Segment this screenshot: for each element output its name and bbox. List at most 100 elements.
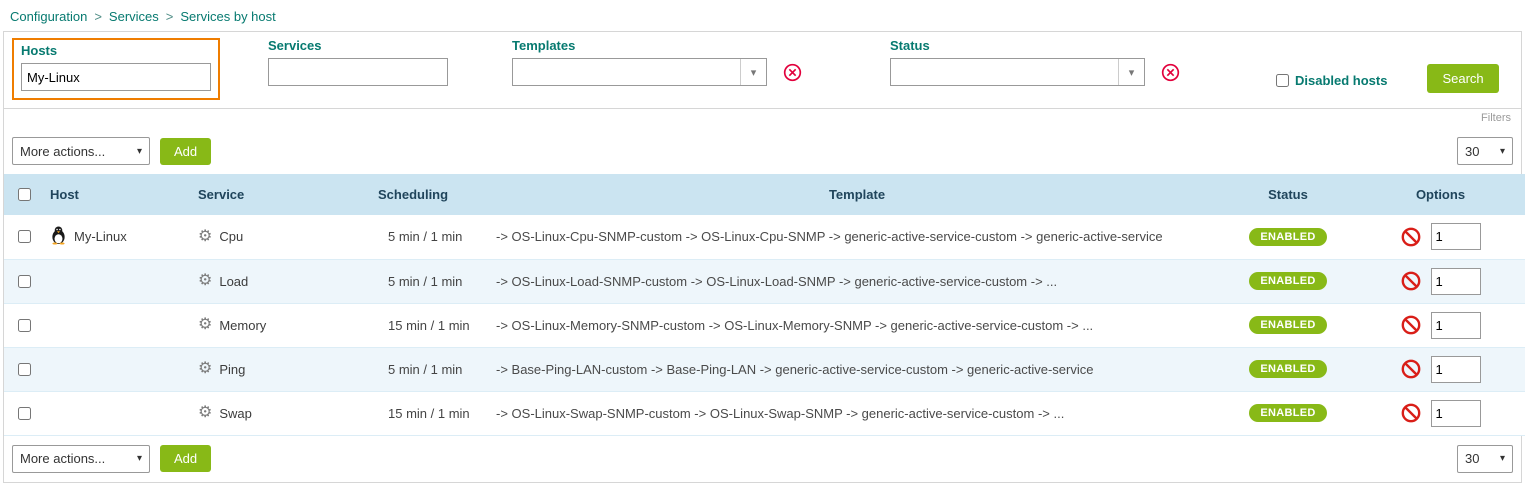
templates-filter-value <box>513 59 740 85</box>
status-cell: ENABLED <box>1224 215 1352 260</box>
services-filter-group: Services <box>268 38 448 86</box>
table-row: ⚙ Ping 5 min / 1 min -> Base-Ping-LAN-cu… <box>4 347 1525 392</box>
hosts-filter-input[interactable] <box>21 63 211 91</box>
breadcrumb-item-configuration[interactable]: Configuration <box>10 9 88 24</box>
header-service: Service <box>192 174 372 215</box>
gear-icon: ⚙ <box>198 360 213 377</box>
table-row: ⚙ Swap 15 min / 1 min -> OS-Linux-Swap-S… <box>4 391 1525 436</box>
table-row: ⚙ Memory 15 min / 1 min -> OS-Linux-Memo… <box>4 303 1525 348</box>
row-checkbox[interactable] <box>18 274 31 288</box>
duplicate-count-input[interactable] <box>1430 267 1481 295</box>
service-cell: ⚙ Cpu <box>192 215 372 260</box>
page-size-select[interactable]: 30 ▾ <box>1457 444 1513 473</box>
no-entry-icon[interactable] <box>1401 403 1421 423</box>
duplicate-count-input[interactable] <box>1430 223 1481 251</box>
breadcrumb-item-services-by-host[interactable]: Services by host <box>180 9 276 24</box>
row-select-cell <box>4 391 44 436</box>
clear-templates-filter-button[interactable] <box>783 63 802 82</box>
more-actions-select[interactable]: More actions... ▾ <box>12 137 150 165</box>
page-size-value: 30 <box>1465 143 1480 159</box>
row-select-cell <box>4 303 44 348</box>
add-button[interactable]: Add <box>160 445 212 472</box>
row-checkbox[interactable] <box>18 230 31 244</box>
service-name[interactable]: Swap <box>219 405 252 421</box>
template-cell: -> OS-Linux-Swap-SNMP-custom -> OS-Linux… <box>490 391 1224 436</box>
row-select-cell <box>4 347 44 392</box>
services-filter-label: Services <box>268 38 322 53</box>
chevron-down-icon: ▾ <box>740 59 766 85</box>
disabled-hosts-checkbox[interactable] <box>1276 74 1289 87</box>
status-cell: ENABLED <box>1224 347 1352 392</box>
scheduling-cell: 5 min / 1 min <box>372 215 490 260</box>
service-cell: ⚙ Load <box>192 259 372 304</box>
templates-filter-select[interactable]: ▾ <box>512 58 767 86</box>
templates-filter-label: Templates <box>512 38 576 53</box>
chevron-down-icon: ▾ <box>136 453 142 464</box>
status-filter-group: Status ▾ <box>890 38 1180 86</box>
options-cell <box>1352 215 1525 260</box>
breadcrumb: Configuration>Services>Services by host <box>0 0 1525 31</box>
table-header-row: Host Service Scheduling Template Status … <box>4 174 1525 215</box>
header-template: Template <box>490 174 1224 215</box>
scheduling-cell: 15 min / 1 min <box>372 303 490 348</box>
options-cell <box>1352 303 1525 348</box>
template-cell: -> OS-Linux-Cpu-SNMP-custom -> OS-Linux-… <box>490 215 1224 260</box>
bottom-toolbar: More actions... ▾ Add 30 ▾ <box>4 436 1521 482</box>
service-name[interactable]: Cpu <box>219 229 244 245</box>
scheduling-cell: 15 min / 1 min <box>372 391 490 436</box>
filters-legend: Filters <box>1481 112 1511 124</box>
header-status: Status <box>1224 174 1352 215</box>
main-panel: Hosts Services Templates ▾ Status <box>3 31 1525 483</box>
service-name[interactable]: Ping <box>219 361 246 377</box>
service-name[interactable]: Load <box>219 273 249 289</box>
status-filter-label: Status <box>890 38 930 53</box>
no-entry-icon[interactable] <box>1401 271 1421 291</box>
hosts-filter-group: Hosts <box>12 38 220 100</box>
duplicate-count-input[interactable] <box>1430 399 1481 427</box>
select-all-cell <box>4 174 44 215</box>
service-name[interactable]: Memory <box>219 317 267 333</box>
chevron-down-icon: ▾ <box>1118 59 1144 85</box>
no-entry-icon[interactable] <box>1401 227 1421 247</box>
row-select-cell <box>4 259 44 304</box>
select-all-checkbox[interactable] <box>18 188 31 201</box>
header-scheduling: Scheduling <box>372 174 490 215</box>
status-cell: ENABLED <box>1224 391 1352 436</box>
status-badge: ENABLED <box>1249 316 1327 334</box>
clear-status-filter-button[interactable] <box>1161 63 1180 82</box>
row-checkbox[interactable] <box>18 362 31 376</box>
gear-icon: ⚙ <box>198 316 213 333</box>
page-size-select[interactable]: 30 ▾ <box>1457 137 1513 165</box>
service-cell: ⚙ Swap <box>192 391 372 436</box>
host-cell: My-Linux <box>44 215 192 260</box>
header-host: Host <box>44 174 192 215</box>
chevron-down-icon: ▾ <box>1499 453 1505 464</box>
no-entry-icon[interactable] <box>1401 315 1421 335</box>
no-entry-icon[interactable] <box>1401 359 1421 379</box>
options-cell <box>1352 347 1525 392</box>
duplicate-count-input[interactable] <box>1430 311 1481 339</box>
breadcrumb-item-services[interactable]: Services <box>108 9 159 24</box>
status-cell: ENABLED <box>1224 303 1352 348</box>
templates-filter-group: Templates ▾ <box>512 38 802 86</box>
host-name[interactable]: My-Linux <box>74 229 127 245</box>
search-button[interactable]: Search <box>1427 64 1499 93</box>
scheduling-cell: 5 min / 1 min <box>372 347 490 392</box>
add-button[interactable]: Add <box>160 137 212 165</box>
services-table: Host Service Scheduling Template Status … <box>4 174 1525 436</box>
more-actions-select[interactable]: More actions... ▾ <box>12 444 150 473</box>
service-cell: ⚙ Memory <box>192 303 372 348</box>
linux-host-icon <box>50 225 67 248</box>
gear-icon: ⚙ <box>198 404 213 421</box>
duplicate-count-input[interactable] <box>1430 355 1481 383</box>
filters-panel: Hosts Services Templates ▾ Status <box>4 32 1521 109</box>
row-checkbox[interactable] <box>18 318 31 332</box>
services-filter-input[interactable] <box>268 58 448 86</box>
options-cell <box>1352 259 1525 304</box>
host-cell <box>44 347 192 392</box>
status-filter-value <box>891 59 1118 85</box>
status-filter-select[interactable]: ▾ <box>890 58 1145 86</box>
row-checkbox[interactable] <box>18 406 31 420</box>
host-cell <box>44 303 192 348</box>
status-badge: ENABLED <box>1249 404 1327 422</box>
